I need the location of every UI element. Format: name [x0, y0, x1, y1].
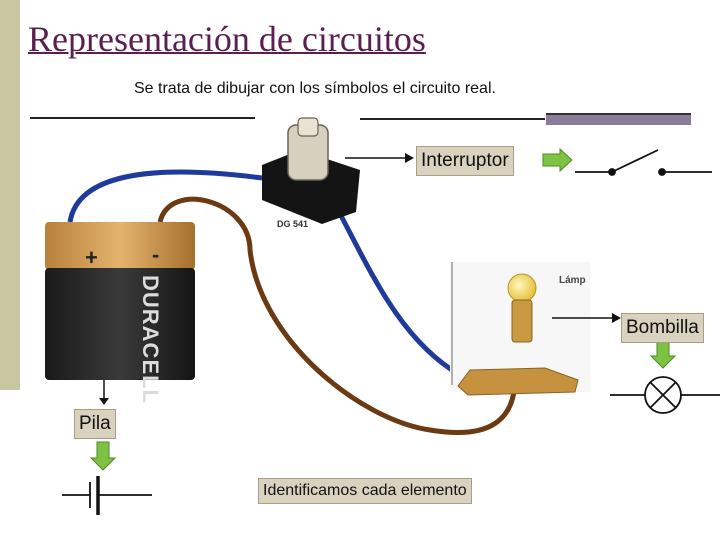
battery-symbol [62, 476, 152, 515]
sidebar-bar [0, 0, 20, 390]
lamp-holder [457, 367, 579, 396]
bulb-label: Bombilla [621, 313, 704, 343]
blue-wire-battery-switch [67, 169, 263, 223]
brown-wire-battery-lamp [157, 196, 518, 436]
switch-knob-top [297, 117, 319, 137]
switch-model-label: DG 541 [277, 219, 309, 229]
slide-title: Representación de circuitos [28, 19, 426, 59]
battery-top [45, 222, 195, 270]
battery-brand-label: DURACELL [138, 275, 163, 404]
switch-symbol [575, 149, 712, 176]
divider-middle [360, 118, 545, 120]
bulb-symbol [610, 376, 720, 414]
green-arrow-switch [542, 147, 573, 173]
green-arrow-battery [89, 441, 117, 471]
switch-body [262, 150, 360, 224]
divider-right [546, 113, 691, 125]
bulb-glass [507, 273, 537, 303]
lamp-cut-label: Lámp [559, 275, 586, 286]
blue-wire-switch-lamp [335, 208, 462, 378]
battery-minus-label: - [152, 242, 160, 267]
green-arrow-bulb [649, 339, 677, 369]
bulb-base [511, 299, 533, 343]
battery-plus-label: + [85, 245, 98, 270]
divider-left [30, 117, 255, 119]
battery-body [45, 268, 195, 380]
note-label: Identificamos cada elemento [258, 478, 472, 504]
battery-label: Pila [74, 409, 116, 439]
switch-label: Interruptor [416, 146, 514, 176]
slide-subtitle: Se trata de dibujar con los símbolos el … [134, 80, 496, 97]
